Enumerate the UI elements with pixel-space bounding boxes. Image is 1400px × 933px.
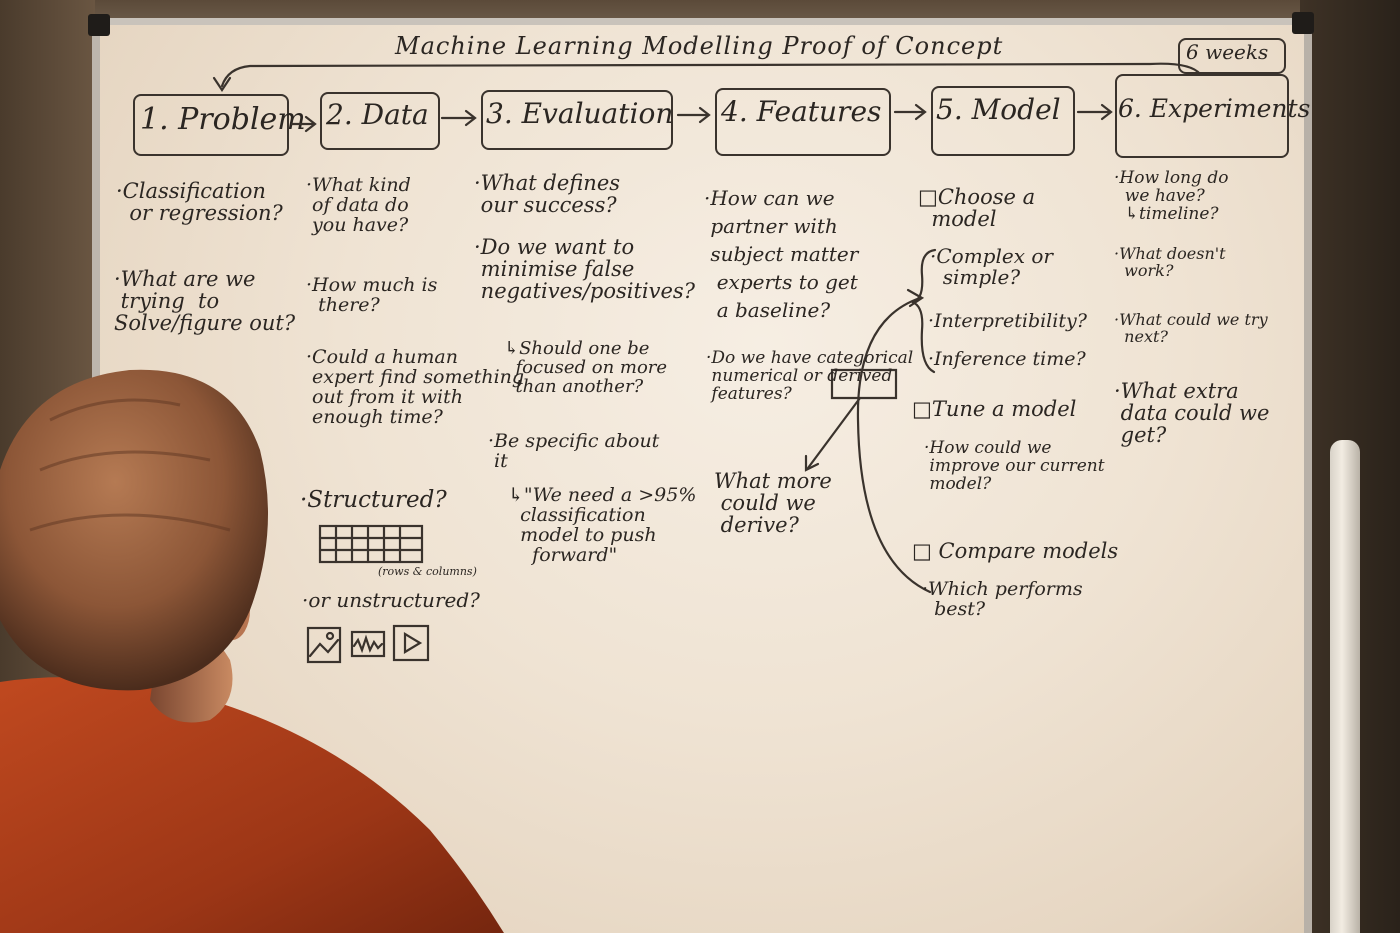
model-tune: □Tune a model [912,397,1077,421]
evaluation-question-3: ↳Should one be focused on more than anot… [504,338,668,397]
duration-label: 6 weeks [1186,40,1269,64]
data-question-1: ·What kind of data do you have? [306,174,411,236]
step-box-experiments [1115,74,1289,158]
shirt [0,677,504,933]
model-choose: □Choose a model [918,185,1036,232]
step-label-data: 2. Data [326,98,429,131]
data-unstructured: ·or unstructured? [302,588,480,612]
experiments-question-2: ·What doesn't work? [1114,244,1226,280]
table-caption: (rows & columns) [378,565,477,578]
step-label-problem: 1. Problem [140,102,306,137]
step-box-evaluation [481,90,673,150]
step-box-problem [133,94,289,156]
board-title: Machine Learning Modelling Proof of Conc… [395,32,1004,60]
experiments-question-1: ·How long do we have? ↳timeline? [1114,168,1229,224]
evaluation-question-4: ·Be specific about it [488,430,660,472]
data-structured: ·Structured? [300,487,447,513]
features-question-2: ·Do we have categorical numerical or der… [706,348,914,404]
problem-question-2: ·What are we trying to Solve/figure out? [114,267,296,336]
step-label-model: 5. Model [936,93,1061,126]
model-option-complexity: ·Complex or simple? [930,244,1053,289]
experiments-question-4: ·What extra data could we get? [1114,379,1270,448]
model-compare-question: ·Which performs best? [922,578,1083,620]
evaluation-question-2: ·Do we want to minimise false negatives/… [474,235,695,304]
person-silhouette [0,369,504,933]
features-question-3: What more could we derive? [714,469,832,538]
step-box-model [931,86,1075,156]
features-question-1: ·How can we partner with subject matter … [704,186,859,322]
model-option-inference: ·Inference time? [928,348,1086,370]
step-label-experiments: 6. Experiments [1118,94,1311,123]
model-option-interpretability: ·Interpretibility? [928,310,1087,332]
data-question-3: ·Could a human expert find something out… [306,346,525,428]
evaluation-question-5: ↳"We need a >95% classification model to… [508,484,697,566]
board-corner-cap [1292,12,1314,34]
problem-question-1: ·Classification or regression? [116,179,283,226]
hair [0,369,268,691]
board-corner-cap [88,14,110,36]
evaluation-question-1: ·What defines our success? [474,171,621,218]
duration-box [1178,38,1286,74]
step-label-features: 4. Features [721,95,882,128]
data-question-2: ·How much is there? [306,274,438,316]
wall-top [0,0,1400,22]
model-tune-question: ·How could we improve our current model? [924,438,1105,494]
step-box-features [715,88,891,156]
model-compare: □ Compare models [912,539,1119,563]
whiteboard-stand [1330,440,1360,933]
step-label-evaluation: 3. Evaluation [486,97,674,130]
step-box-data [320,92,440,150]
experiments-question-3: ·What could we try next? [1114,310,1268,346]
